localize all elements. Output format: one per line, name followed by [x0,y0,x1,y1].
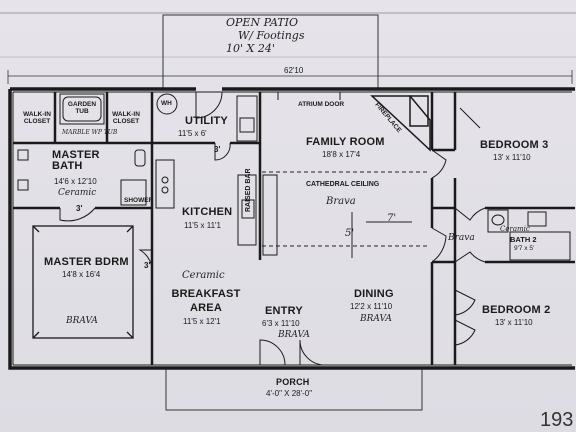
bedroom3-size: 13' x 11'10 [493,153,531,162]
door-swing-utility: 3' [214,145,221,154]
door-swings [59,91,486,366]
kitchen-name: KITCHEN [182,206,233,218]
dining-name: DINING [354,288,394,300]
brava-family-note: Brava [326,196,356,207]
annotation-arrows [351,212,412,258]
master-bath-name: MASTER BATH [52,149,100,172]
master-bedroom-size: 14'8 x 16'4 [62,270,101,279]
walkin-closet-left-label: WALK-IN CLOSET [23,111,51,125]
shower-label: SHOWER [124,197,154,204]
sheet-number: 193 [540,409,574,431]
wh-label: WH [161,100,172,107]
dining-size: 12'2 x 11'10 [350,302,393,311]
cathedral-ceiling-lines [262,171,430,247]
porch-outline [165,367,423,411]
open-patio-note: OPEN PATIO [226,16,299,29]
atrium-door-label: ATRIUM DOOR [298,101,345,108]
kitchen-size: 11'5 x 11'1 [184,221,222,230]
family-room-name: FAMILY ROOM [306,136,385,148]
family-room-size: 18'8 x 17'4 [322,150,361,159]
door-swing-master: 3' [144,261,151,270]
open-patio-footings-note: W/ Footings [238,29,305,42]
master-bedroom-name: MASTER BDRM [44,256,129,268]
master-bedroom-rug [32,225,134,339]
ceramic-bath-note: Ceramic [58,188,97,198]
bedroom3-name: BEDROOM 3 [480,139,549,151]
entry-size: 6'3 x 11'10 [262,319,300,328]
garden-tub-label: GARDEN TUB [67,101,97,115]
kitchen-counters [155,95,278,256]
bath-fixtures [17,93,178,206]
porch-size: 4'-0" X 28'-0" [266,389,313,398]
cathedral-ceiling-label: CATHEDRAL CEILING [306,181,380,188]
bedroom2-name: BEDROOM 2 [482,304,551,316]
brava-dining-note: BRAVA [360,314,392,324]
porch-name: PORCH [276,377,310,387]
bath2-size: 9'7 x 5' [514,245,535,252]
breakfast-size: 11'5 x 12'1 [183,317,221,326]
door-swing-bath: 3' [76,204,83,213]
raised-bar-label: RAISED BAR [245,168,252,212]
overall-dimension-line [7,70,573,84]
bath2-fixtures [487,209,571,261]
overall-width-label: 62'10 [284,66,304,75]
utility-name: UTILITY [185,115,228,127]
walkin-closet-right-label: WALK-IN CLOSET [112,111,140,125]
ceramic-bath2-note: Ceramic [500,225,530,233]
interior-walls [13,92,575,365]
brava-bath2-note: Brava [448,233,475,243]
exterior-walls [8,87,575,370]
fireplace-shape [370,95,431,152]
marble-tub-note: MARBLE WP TUB [62,129,118,136]
utility-size: 11'5 x 6' [178,129,207,138]
bath2-name: BATH 2 [510,235,537,244]
brava-master-note: BRAVA [66,316,98,326]
open-patio [162,14,379,89]
ceramic-kitchen-note: Ceramic [182,270,225,281]
open-patio-size-note: 10' X 24' [226,42,275,55]
bedroom2-size: 13' x 11'10 [495,318,533,327]
brava-entry-note: BRAVA [278,330,310,340]
dim-seven-note: 7' [387,213,397,224]
dim-five-note: 5' [345,228,355,239]
breakfast-name: BREAKFAST AREA [171,288,241,315]
entry-name: ENTRY [265,305,303,317]
master-bath-size: 14'6 x 12'10 [54,177,97,186]
